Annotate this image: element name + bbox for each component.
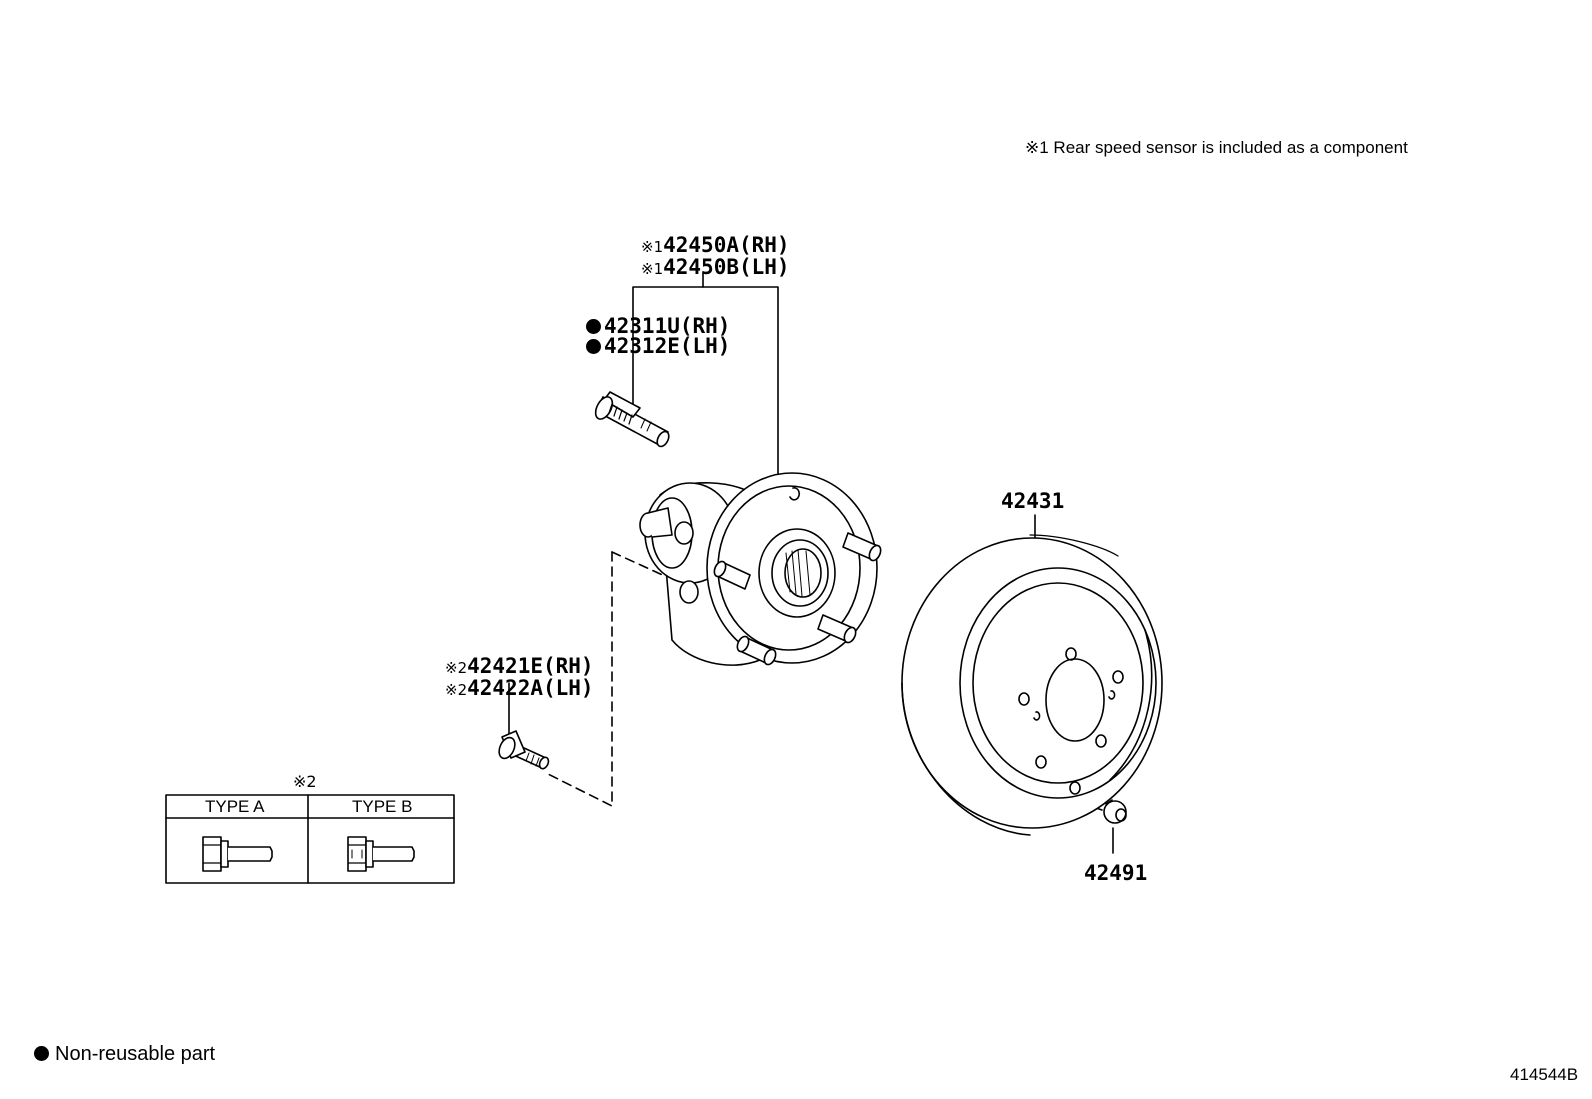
bearing-bolt-drawing [498, 730, 550, 770]
hub-bearing-assembly-drawing [639, 472, 882, 666]
hub-bolt-label: 42311U(RH) 42312E(LH) [586, 314, 731, 358]
leader-lines [508, 271, 1114, 854]
part-number-42311U[interactable]: 42311U(RH) [604, 314, 731, 338]
wheel-studs [713, 532, 882, 666]
hub-bolt-label-line2: 42312E(LH) [586, 334, 731, 358]
drawing-id: 414544B [1510, 1065, 1579, 1084]
part-number-42421E[interactable]: 42421E(RH) [467, 654, 594, 678]
hub-assembly-label-line2: ※142450B(LH) [641, 257, 790, 279]
reference-mark: ※1 [641, 238, 664, 256]
bearing-bolt-label-line2: ※242422A(LH) [445, 678, 594, 700]
hub-assembly-label-line1: ※142450A(RH) [641, 235, 790, 257]
reference-mark: ※2 [445, 659, 468, 677]
non-reusable-icon [586, 319, 601, 334]
part-number-42431[interactable]: 42431 [1001, 489, 1065, 513]
reference-mark: ※2 [445, 681, 468, 699]
type-b-bolt-drawing [347, 836, 415, 872]
part-number-42491[interactable]: 42491 [1084, 861, 1148, 885]
type-b-label: TYPE B [352, 797, 413, 816]
component-note: ※1 Rear speed sensor is included as a co… [1025, 138, 1408, 157]
bearing-bolt-label-line1: ※242421E(RH) [445, 656, 594, 678]
reference-mark: ※1 [641, 260, 664, 278]
hub-bolt-drawing [594, 391, 670, 448]
brake-disc-drawing [901, 534, 1163, 836]
part-number-42312E[interactable]: 42312E(LH) [604, 334, 731, 358]
non-reusable-icon [586, 339, 601, 354]
part-number-42450A[interactable]: 42450A(RH) [663, 233, 790, 257]
type-a-bolt-drawing [202, 836, 273, 872]
legend-text: Non-reusable part [55, 1043, 216, 1065]
bearing-bolt-label: ※242421E(RH) ※242422A(LH) [445, 656, 594, 700]
hub-bolt-label-line1: 42311U(RH) [586, 314, 731, 338]
hub-assembly-label: ※142450A(RH) ※142450B(LH) [641, 235, 790, 279]
type-a-label: TYPE A [205, 797, 265, 816]
part-number-42422A[interactable]: 42422A(LH) [467, 676, 594, 700]
type-table-mark: ※2 [293, 772, 317, 791]
non-reusable-icon [34, 1046, 49, 1061]
plug-drawing [1103, 799, 1127, 824]
part-number-42450B[interactable]: 42450B(LH) [663, 255, 790, 279]
legend: Non-reusable part [34, 1043, 215, 1066]
